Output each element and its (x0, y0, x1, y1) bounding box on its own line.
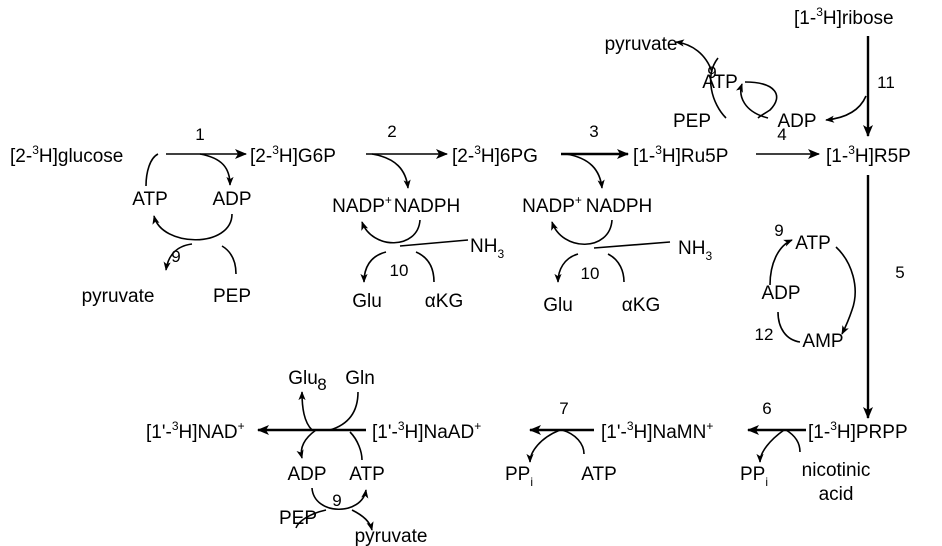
cofactor-ppi: PPi (505, 464, 533, 489)
arrow-nadph-out (565, 153, 605, 189)
connector-line (415, 251, 435, 283)
cofactor-nadp: NADP+ (332, 193, 392, 217)
cofactor-ppi: PPi (740, 464, 768, 489)
enzyme-7-label: 7 (559, 399, 568, 418)
connector-line (709, 57, 727, 119)
cofactor-adp: ADP (761, 283, 800, 304)
ru5p-label: [1-3H]Ru5P (633, 143, 728, 167)
cofactor-pyruvate: pyruvate (82, 286, 155, 307)
connector-line (744, 81, 778, 119)
enzyme-4-label: 4 (777, 125, 786, 144)
arrow-adp-out (199, 153, 234, 186)
connector-line (221, 245, 237, 275)
cofactor-nadph: NADPH (394, 196, 461, 217)
cofactor-pep: PEP (673, 111, 711, 132)
arrow-pyruvate-out (163, 243, 193, 271)
cofactor-atp: ATP (795, 233, 831, 254)
enzyme-12-label: 12 (755, 325, 774, 344)
6pg-label: [2-3H]6PG (452, 143, 538, 167)
cofactor-atp: ATP (132, 189, 168, 210)
cofactor-glu: Glu (288, 368, 318, 389)
arrow-atp-regen (736, 83, 769, 119)
connector-line (329, 391, 359, 431)
arrow-pyruvate-out (675, 39, 713, 73)
arrow-nadp-regen (361, 219, 421, 244)
cofactor-nh3: NH3 (470, 236, 504, 261)
enzyme-2-label: 2 (387, 122, 396, 141)
arrow-pyruvate-out (351, 509, 374, 531)
glucose-label: [2-3H]glucose (10, 143, 123, 167)
arrow-adp-out (825, 95, 867, 123)
enzyme-10-label: 10 (581, 264, 600, 283)
enzyme-10-label: 10 (390, 261, 409, 280)
prpp-label: [1-3H]PRPP (808, 419, 908, 443)
cofactor-adp: ADP (212, 189, 251, 210)
cofactor-glu: Glu (352, 291, 382, 312)
enzyme-1-label: 1 (195, 125, 204, 144)
enzyme-3-label: 3 (589, 122, 598, 141)
arrow-glu-out (360, 251, 387, 283)
cofactor-adp: ADP (777, 111, 816, 132)
arrow-atp-regen (769, 239, 793, 286)
enzyme-9-label: 9 (774, 221, 783, 240)
cofactor-nicotinic-acid: acid (819, 484, 854, 505)
cofactor-atp: ATP (349, 464, 385, 485)
cofactor-glu: Glu (543, 295, 573, 316)
enzyme-6-label: 6 (762, 399, 771, 418)
connector-line (145, 153, 159, 187)
cofactor-akg: αKG (425, 291, 463, 312)
arrow-ppi-out (526, 429, 561, 463)
arrow-amp-out (835, 246, 856, 335)
arrow-nadph-out (371, 153, 411, 189)
enzyme-8-label: 8 (317, 375, 326, 394)
cofactor-amp: AMP (802, 331, 843, 352)
enzyme-9-label: 9 (332, 491, 341, 510)
enzyme-11-label: 11 (877, 73, 895, 92)
arrow-adp-out (296, 429, 317, 459)
arrow-glu-out (554, 253, 579, 283)
nad-label: [1'-3H]NAD+ (146, 419, 245, 443)
enzyme-9-label: 9 (707, 63, 716, 82)
cofactor-pep: PEP (279, 508, 317, 529)
arrow-nadp-regen (551, 219, 613, 245)
connector-line (399, 239, 469, 247)
connector-line (349, 431, 363, 461)
cofactor-adp: ADP (287, 464, 326, 485)
naad-label: [1'-3H]NaAD+ (372, 419, 481, 443)
enzyme-9-label: 9 (171, 247, 180, 266)
cofactor-nadph: NADPH (586, 196, 653, 217)
connector-line (593, 241, 671, 249)
cofactor-pyruvate: pyruvate (605, 34, 678, 55)
connector-line (777, 311, 801, 343)
namn-label: [1'-3H]NaMN+ (601, 419, 713, 443)
connector-line (785, 429, 801, 453)
arrow-atp-regen (152, 213, 233, 241)
arrow-glu-out (298, 391, 313, 431)
connector-line (561, 429, 585, 455)
cofactor-nicotinic-acid: nicotinic (802, 460, 871, 481)
connector-line (295, 509, 327, 529)
connector-line (607, 253, 625, 283)
cofactor-pep: PEP (213, 286, 251, 307)
cofactor-atp: ATP (581, 464, 617, 485)
ribose-label: [1-3H]ribose (794, 5, 894, 29)
g6p-label: [2-3H]G6P (250, 143, 336, 167)
cofactor-nh3: NH3 (678, 238, 712, 263)
cofactor-gln: Gln (345, 368, 375, 389)
arrow-ppi-out (756, 429, 785, 463)
cofactor-pyruvate: pyruvate (355, 526, 428, 546)
cofactor-akg: αKG (622, 295, 660, 316)
enzyme-5-label: 5 (895, 263, 904, 282)
arrow-atp-regen (311, 487, 369, 510)
r5p-label: [1-3H]R5P (826, 143, 911, 167)
cofactor-nadp: NADP+ (522, 193, 582, 217)
